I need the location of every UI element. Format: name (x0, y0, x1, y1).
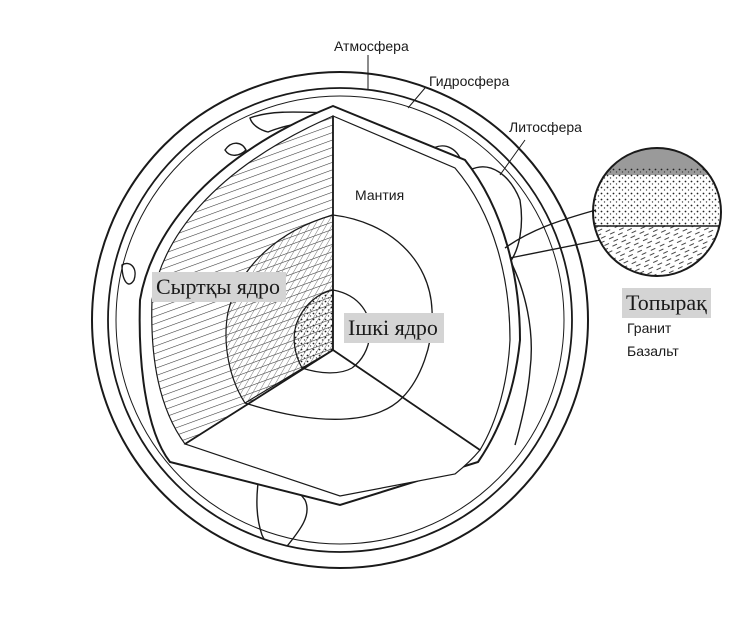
basalt-label: Базальт (627, 343, 679, 359)
soil-label: Топырақ (622, 288, 711, 318)
mantle-label: Мантия (355, 187, 404, 203)
atmosphere-label: Атмосфера (334, 38, 409, 54)
lithosphere-label: Литосфера (509, 119, 582, 135)
outer-core-label: Сыртқы ядро (152, 272, 286, 302)
inner-core-label: Ішкі ядро (344, 313, 444, 343)
granite-label: Гранит (627, 320, 671, 336)
hydrosphere-label: Гидросфера (429, 73, 509, 89)
